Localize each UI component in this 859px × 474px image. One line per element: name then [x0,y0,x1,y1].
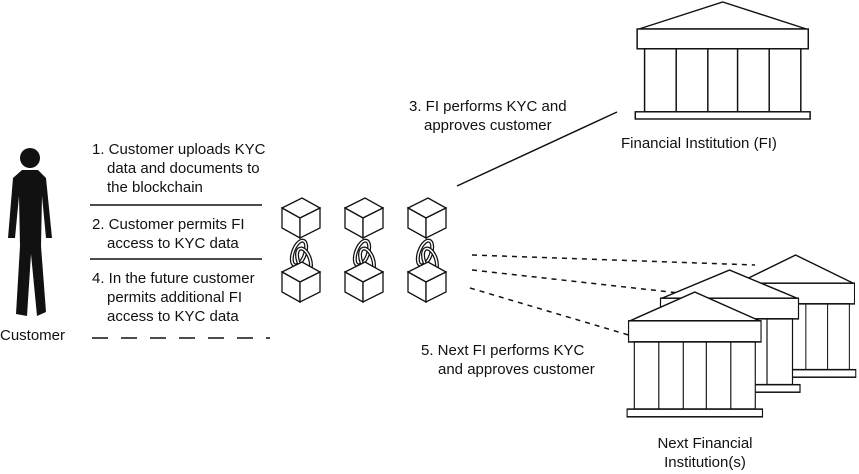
next-fi-dashed-connector [469,287,633,337]
step-5-text: 5. Next FI performs KYC and approves cus… [421,342,595,378]
fi-label: Financial Institution (FI) [621,135,777,152]
fi-connector-line [456,111,618,187]
step-3-text: 3. FI performs KYC and approves customer [409,98,567,134]
next-fi-dashed-connector [471,254,756,266]
customer-label: Customer [0,327,66,344]
step-4-text: 4. In the future customer permits additi… [92,270,255,325]
step-1-text: 1. Customer uploads KYC data and documen… [92,141,266,196]
person-silhouette-icon [8,148,52,316]
next-fi-label: Next Financial Institution(s) [657,435,753,471]
bank-building-icon [634,1,811,120]
step-2-text: 2. Customer permits FI access to KYC dat… [92,216,245,252]
chained-blocks-icon [282,198,446,302]
next-fi-dashed-connector [471,269,689,295]
